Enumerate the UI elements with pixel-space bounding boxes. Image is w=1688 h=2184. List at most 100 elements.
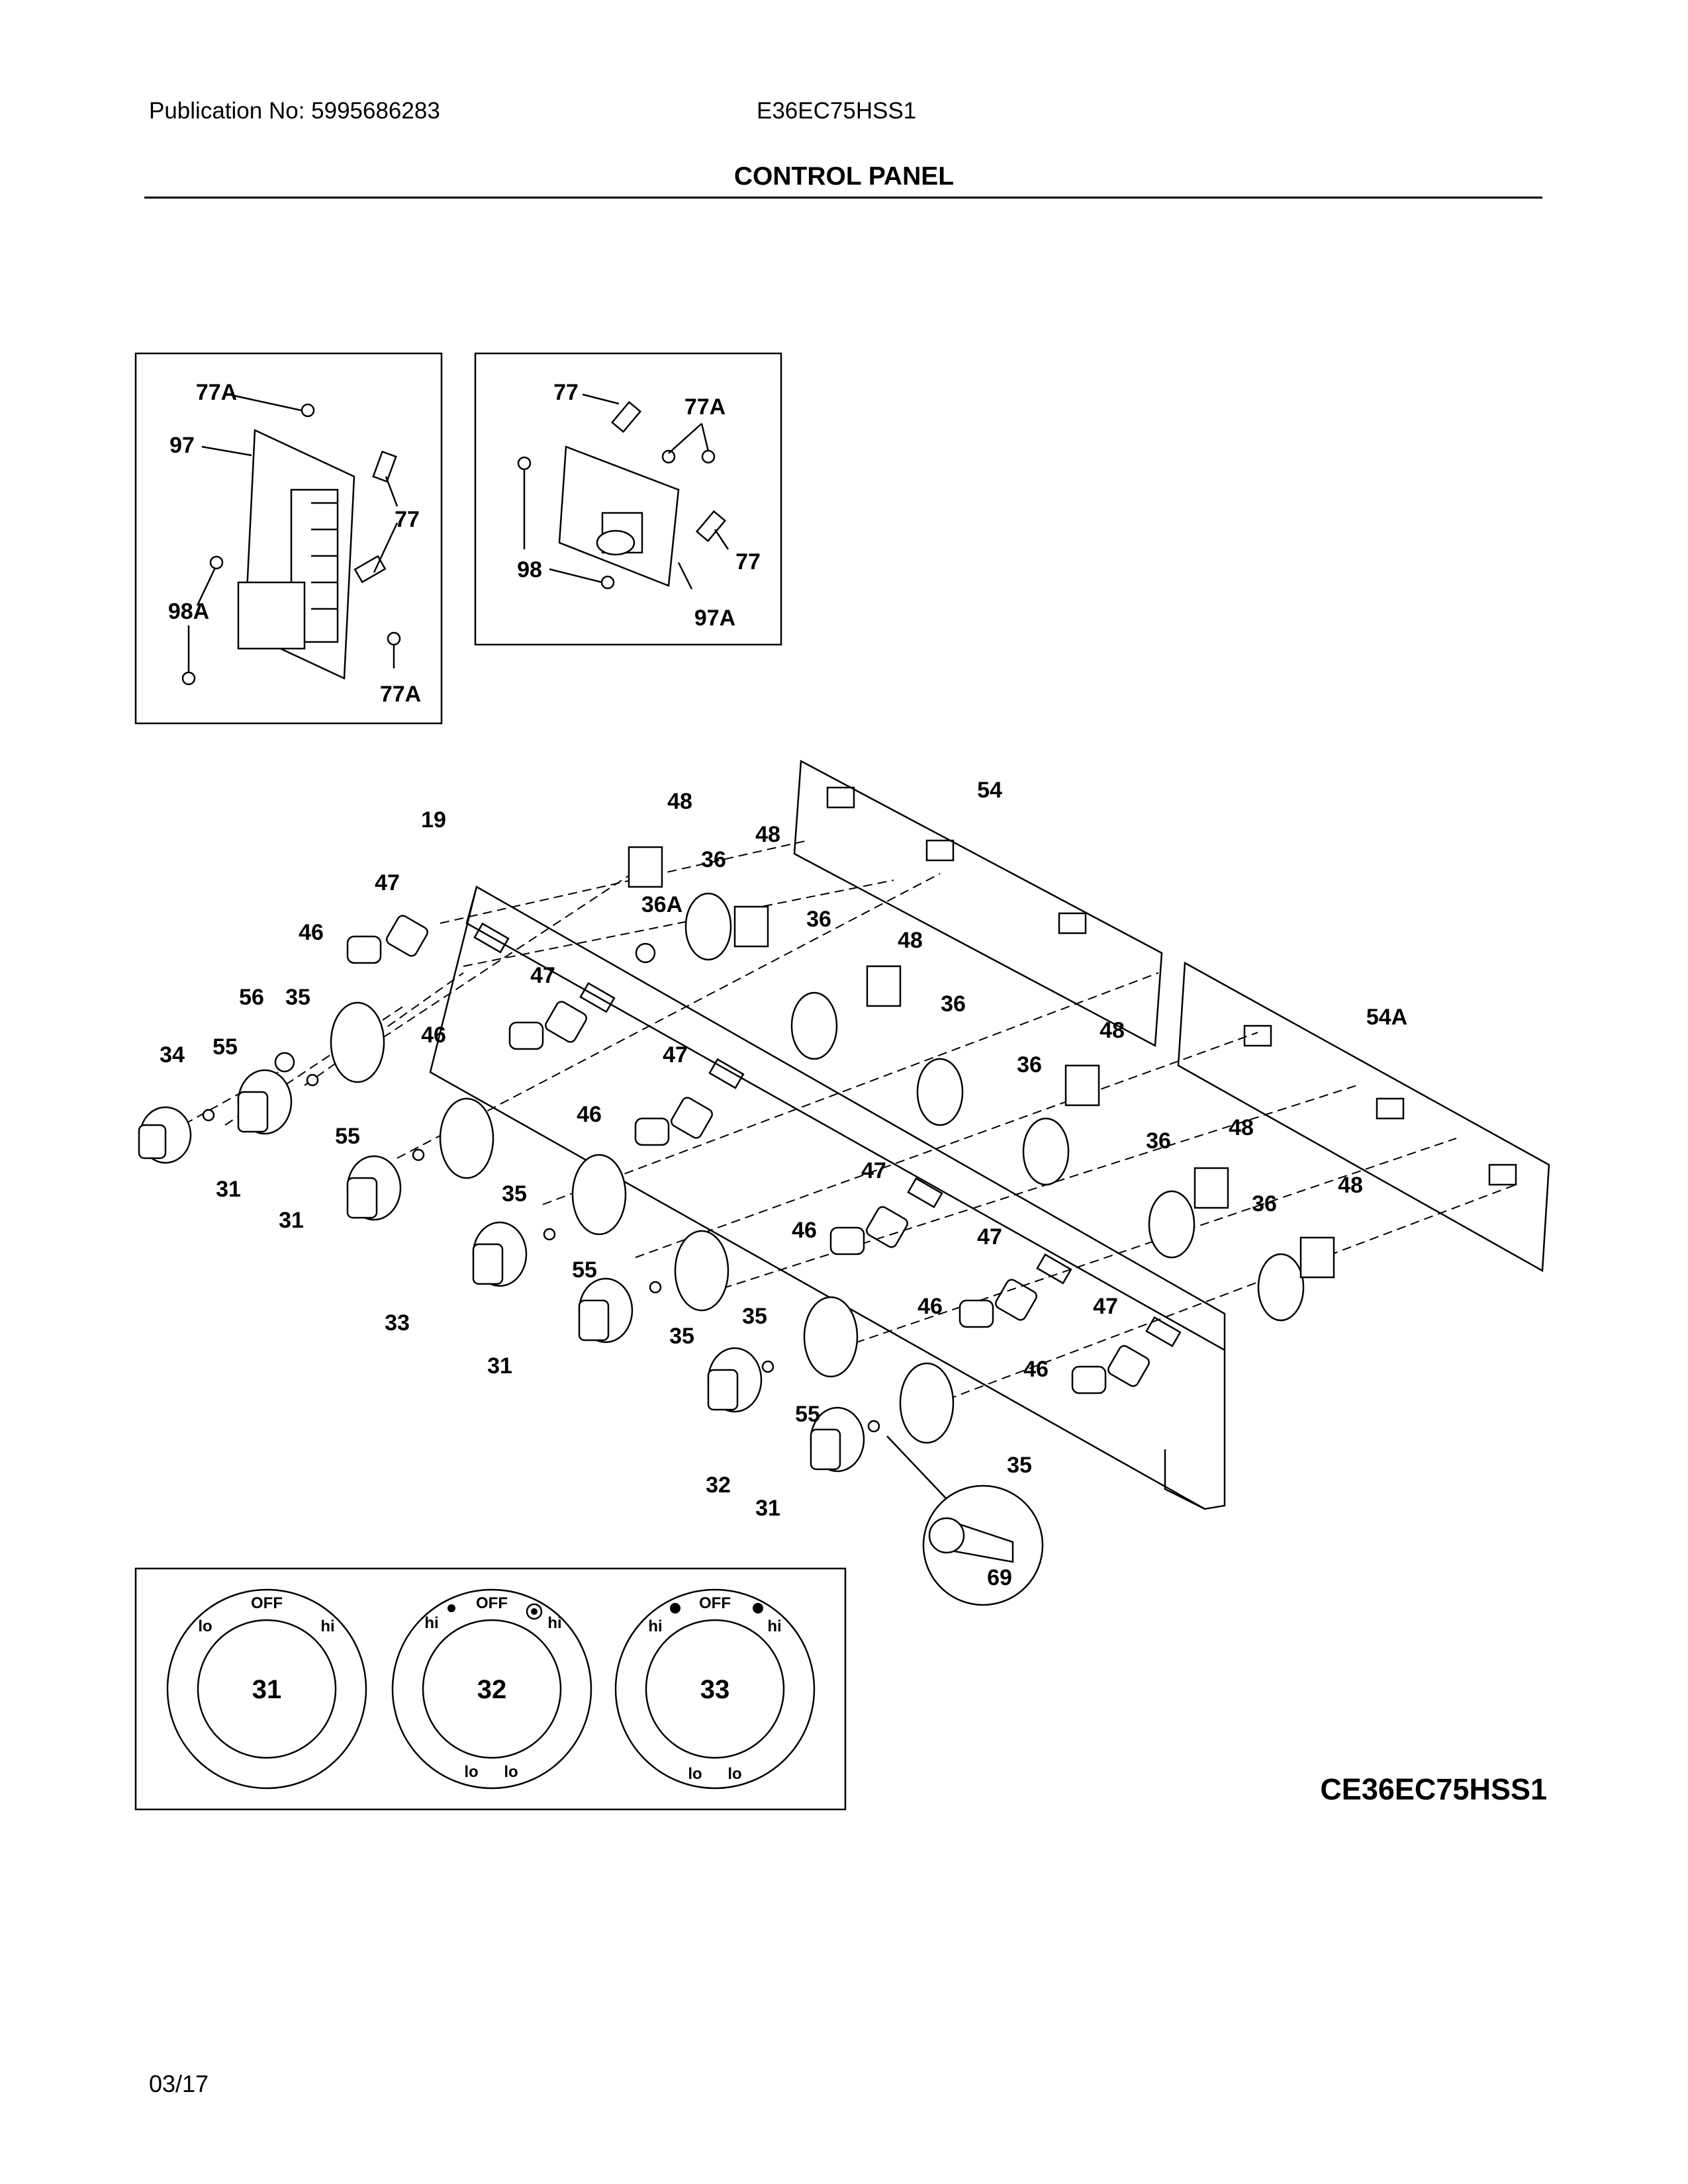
control-panel-19 bbox=[429, 886, 1226, 1510]
knob-31b bbox=[346, 1155, 402, 1221]
disc-36f bbox=[1257, 1253, 1305, 1322]
disc-36d bbox=[1022, 1117, 1070, 1186]
inset-right: 77 77A 98 77 97A bbox=[474, 352, 782, 646]
disc-36b bbox=[790, 991, 838, 1060]
label-48-e: 48 bbox=[1229, 1115, 1254, 1140]
label-48-c: 48 bbox=[898, 928, 923, 953]
bezel-35d bbox=[674, 1230, 729, 1312]
label-34: 34 bbox=[160, 1042, 185, 1068]
dial-33-hi-right: hi bbox=[767, 1617, 781, 1635]
label-35-b: 35 bbox=[502, 1181, 527, 1206]
label-31-c: 31 bbox=[487, 1353, 512, 1379]
frame-47f bbox=[1107, 1345, 1150, 1387]
dial-31-hi: hi bbox=[320, 1617, 334, 1635]
label-47-f: 47 bbox=[1093, 1294, 1118, 1319]
label-31-a: 31 bbox=[216, 1177, 241, 1202]
revision-date: 03/17 bbox=[149, 2070, 209, 2097]
label-54A: 54A bbox=[1366, 1005, 1407, 1030]
label-46-d: 46 bbox=[792, 1218, 817, 1243]
label-35-a: 35 bbox=[285, 985, 310, 1010]
switch-48a bbox=[628, 846, 663, 888]
inset-left-label-5: 77A bbox=[380, 682, 421, 707]
label-35-c: 35 bbox=[669, 1324, 694, 1349]
label-33: 33 bbox=[385, 1310, 410, 1336]
knob-31a bbox=[237, 1069, 293, 1135]
label-36-a: 36 bbox=[701, 847, 726, 872]
disc-36a bbox=[684, 892, 732, 961]
label-56: 56 bbox=[239, 985, 264, 1010]
inset-left-label-2: 97 bbox=[169, 433, 195, 458]
label-31-d: 31 bbox=[755, 1496, 780, 1521]
label-36A: 36A bbox=[641, 892, 682, 917]
knob-31c bbox=[578, 1277, 633, 1343]
frame-47d bbox=[866, 1206, 908, 1248]
label-48-d: 48 bbox=[1100, 1018, 1125, 1043]
frame-47e bbox=[995, 1279, 1037, 1321]
inset-left-label-3: 77 bbox=[395, 507, 420, 532]
frame-47c bbox=[671, 1097, 713, 1139]
bezel-35b bbox=[439, 1097, 494, 1179]
knob-34 bbox=[138, 1106, 192, 1164]
inset-right-label-2: 77A bbox=[684, 394, 726, 420]
dial-31: OFF lo hi 31 bbox=[166, 1588, 367, 1790]
dial-legend: OFF lo hi 31 OFF hi hi lo lo 32 OFF hi h… bbox=[134, 1567, 847, 1811]
button-46a bbox=[346, 935, 382, 964]
publication-number: Publication No: 5995686283 bbox=[149, 98, 440, 124]
inset-right-label-3: 98 bbox=[517, 557, 542, 582]
frame-47b bbox=[545, 1001, 587, 1043]
label-47-a: 47 bbox=[375, 870, 400, 895]
dial-32-hi-left: hi bbox=[424, 1614, 438, 1632]
label-36-b: 36 bbox=[806, 907, 831, 932]
bezel-35a bbox=[330, 1001, 385, 1083]
dial-31-lo: lo bbox=[198, 1617, 212, 1635]
knob-32 bbox=[707, 1347, 763, 1413]
label-55-a: 55 bbox=[212, 1034, 238, 1060]
dial-33-lo-left: lo bbox=[688, 1765, 702, 1783]
button-46c bbox=[634, 1117, 670, 1146]
inset-right-label-4: 77 bbox=[735, 549, 761, 574]
bezel-35c bbox=[571, 1154, 627, 1236]
button-46b bbox=[508, 1021, 544, 1050]
switch-48c bbox=[866, 965, 902, 1007]
dial-32-off: OFF bbox=[476, 1594, 508, 1612]
dial-31-off: OFF bbox=[251, 1594, 283, 1612]
label-47-d: 47 bbox=[861, 1158, 886, 1183]
drawing-code: CE36EC75HSS1 bbox=[1320, 1772, 1547, 1806]
label-48-f: 48 bbox=[1338, 1173, 1363, 1198]
label-35-e: 35 bbox=[1007, 1453, 1032, 1478]
dial-32-lo-right: lo bbox=[504, 1763, 518, 1781]
label-32: 32 bbox=[706, 1473, 731, 1498]
dial-33-number: 33 bbox=[700, 1675, 730, 1704]
switch-48d bbox=[1064, 1064, 1100, 1107]
label-48-a: 48 bbox=[667, 789, 692, 814]
dial-33-hi-left: hi bbox=[648, 1617, 662, 1635]
dial-33-lo-right: lo bbox=[727, 1765, 741, 1783]
label-46-f: 46 bbox=[1023, 1357, 1049, 1382]
label-35-d: 35 bbox=[742, 1304, 767, 1329]
dial-32-number: 32 bbox=[477, 1675, 507, 1704]
section-title: CONTROL PANEL bbox=[733, 162, 955, 191]
label-36-d: 36 bbox=[1017, 1052, 1042, 1077]
frame-47a bbox=[386, 915, 428, 957]
inset-right-label-5: 97A bbox=[694, 606, 735, 631]
label-36-e: 36 bbox=[1146, 1128, 1171, 1154]
dial-31-number: 31 bbox=[252, 1675, 282, 1704]
header-rule bbox=[144, 197, 1542, 199]
label-46-c: 46 bbox=[577, 1102, 602, 1127]
disc-36c bbox=[916, 1058, 964, 1126]
label-55-b: 55 bbox=[335, 1124, 360, 1149]
label-55-c: 55 bbox=[572, 1257, 597, 1283]
button-46e bbox=[959, 1299, 994, 1328]
button-46f bbox=[1071, 1365, 1107, 1394]
label-55-d: 55 bbox=[795, 1402, 820, 1427]
inset-left-label-4: 98A bbox=[168, 599, 209, 624]
model-number: E36EC75HSS1 bbox=[757, 98, 917, 124]
bezel-35e bbox=[803, 1296, 859, 1378]
switch-48f bbox=[1299, 1236, 1335, 1279]
dial-33-off: OFF bbox=[699, 1594, 731, 1612]
label-36-f: 36 bbox=[1252, 1191, 1277, 1216]
label-69: 69 bbox=[987, 1565, 1012, 1590]
label-48-b: 48 bbox=[755, 822, 780, 847]
label-31-b: 31 bbox=[279, 1208, 304, 1233]
label-47-e: 47 bbox=[977, 1224, 1002, 1250]
